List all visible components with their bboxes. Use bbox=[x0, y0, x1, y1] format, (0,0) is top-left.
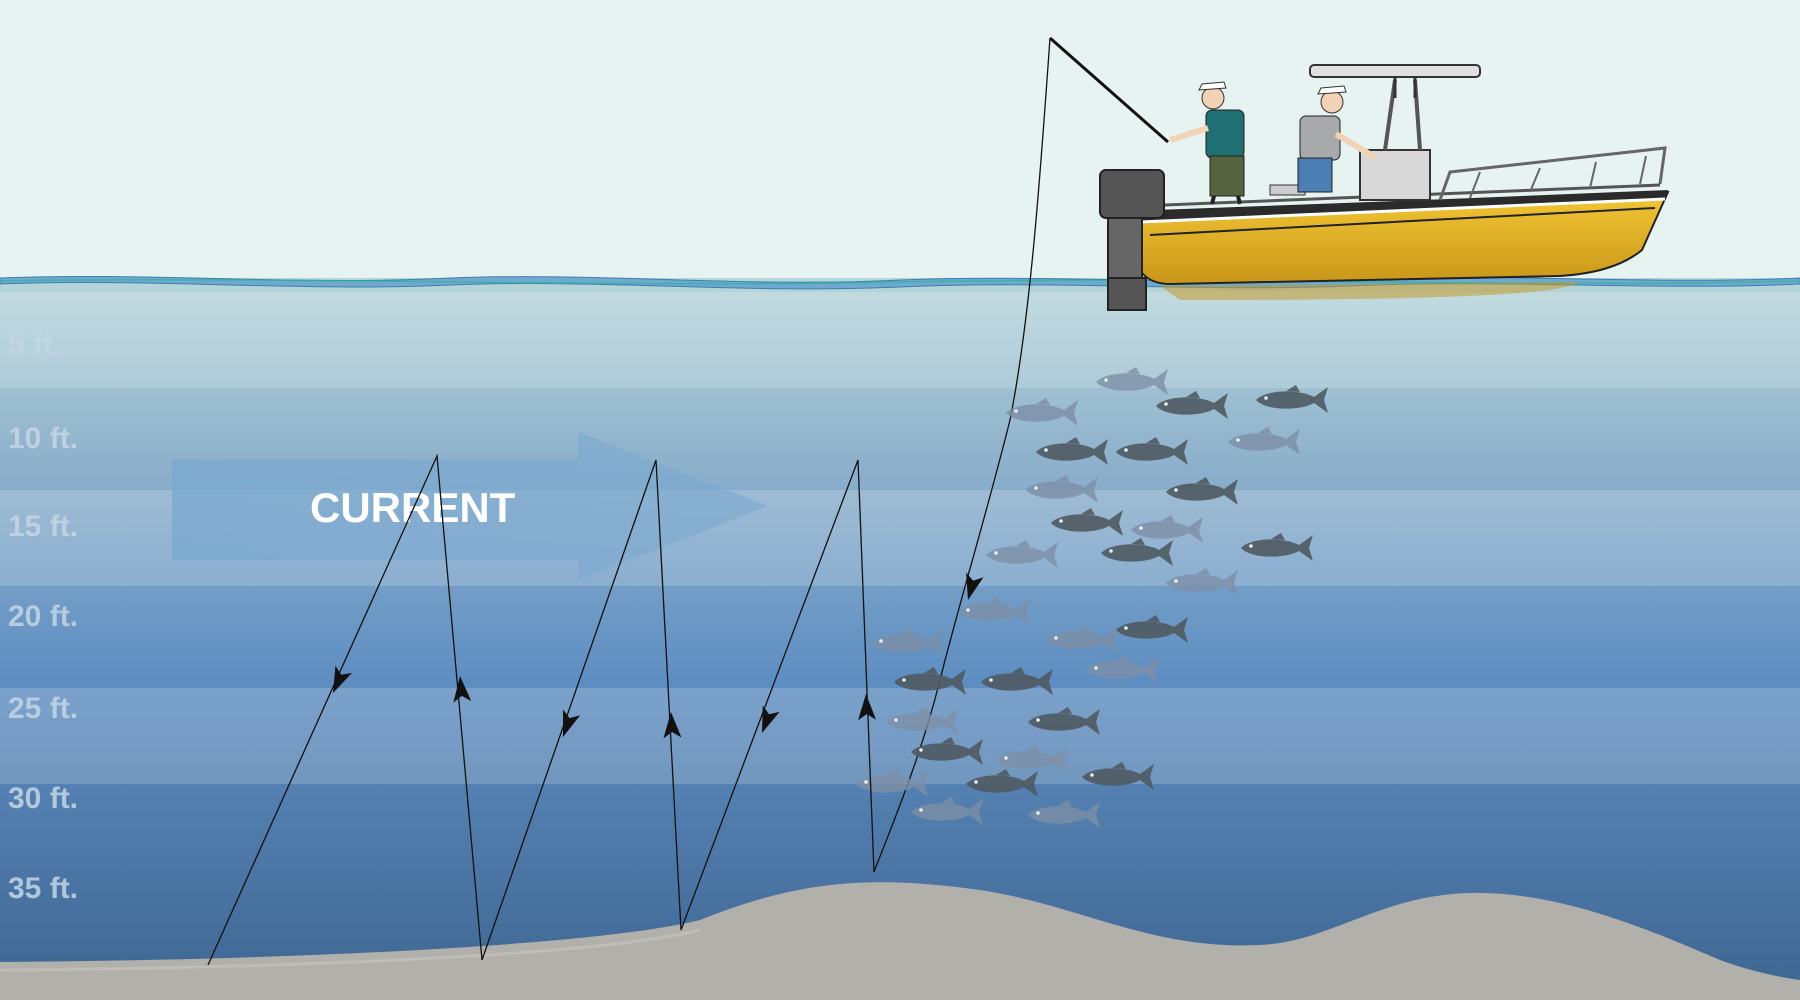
fish-icon bbox=[1051, 508, 1123, 536]
fish-icon bbox=[1046, 625, 1118, 653]
depth-scale: 5 ft. 10 ft. 15 ft. 20 ft. 25 ft. 30 ft.… bbox=[8, 328, 78, 905]
arrow-icon bbox=[663, 712, 682, 739]
depth-label-20: 20 ft. bbox=[8, 600, 78, 633]
arrow-icon bbox=[172, 432, 768, 580]
fish-icon bbox=[1096, 367, 1168, 395]
fish-icon bbox=[911, 797, 983, 825]
arrow-icon bbox=[333, 665, 352, 693]
fish-icon bbox=[1256, 385, 1328, 413]
fish-icon bbox=[996, 745, 1068, 773]
fishing-line bbox=[873, 36, 1169, 873]
fish-icon bbox=[1026, 475, 1098, 503]
fish-school bbox=[856, 367, 1328, 828]
arrow-icon bbox=[966, 572, 984, 600]
depth-label-15: 15 ft. bbox=[8, 510, 78, 543]
fish-icon bbox=[981, 667, 1053, 695]
fish-icon bbox=[1241, 533, 1313, 561]
boat-icon bbox=[1099, 64, 1670, 311]
arrow-icon bbox=[858, 694, 877, 721]
depth-label-5: 5 ft. bbox=[8, 328, 61, 361]
fish-icon bbox=[1086, 655, 1158, 683]
fish-icon bbox=[1156, 391, 1228, 419]
fish-icon bbox=[986, 540, 1058, 568]
current-label: CURRENT bbox=[310, 484, 516, 531]
depth-label-10: 10 ft. bbox=[8, 422, 78, 455]
angler-icon bbox=[1169, 81, 1378, 205]
arrow-icon bbox=[762, 705, 780, 733]
fish-icon bbox=[1166, 477, 1238, 505]
fish-icon bbox=[871, 628, 943, 656]
fish-icon bbox=[1116, 615, 1188, 643]
seabed bbox=[0, 882, 1800, 1000]
arrow-icon bbox=[563, 709, 581, 737]
depth-bands bbox=[0, 292, 1800, 784]
depth-label-30: 30 ft. bbox=[8, 782, 78, 815]
fish-icon bbox=[1131, 515, 1203, 543]
fish-icon bbox=[1166, 568, 1238, 596]
fish-icon bbox=[894, 667, 966, 695]
jig-path-line bbox=[207, 453, 875, 966]
fish-icon bbox=[958, 597, 1030, 625]
depth-label-25: 25 ft. bbox=[8, 692, 78, 725]
fish-icon bbox=[1028, 707, 1100, 735]
fish-icon bbox=[1116, 437, 1188, 465]
fish-icon bbox=[1082, 762, 1154, 790]
fish-icon bbox=[886, 707, 958, 735]
fish-icon bbox=[966, 769, 1038, 797]
fish-icon bbox=[1228, 427, 1300, 455]
arrow-icon bbox=[453, 676, 472, 703]
fish-icon bbox=[1028, 800, 1100, 828]
fish-icon bbox=[856, 769, 928, 797]
current-arrow: CURRENT bbox=[172, 432, 768, 580]
depth-label-35: 35 ft. bbox=[8, 872, 78, 905]
fish-icon bbox=[1101, 538, 1173, 566]
fish-icon bbox=[911, 737, 983, 765]
jig-paths bbox=[207, 453, 984, 966]
fish-icon bbox=[1006, 398, 1078, 426]
fish-icon bbox=[1036, 437, 1108, 465]
